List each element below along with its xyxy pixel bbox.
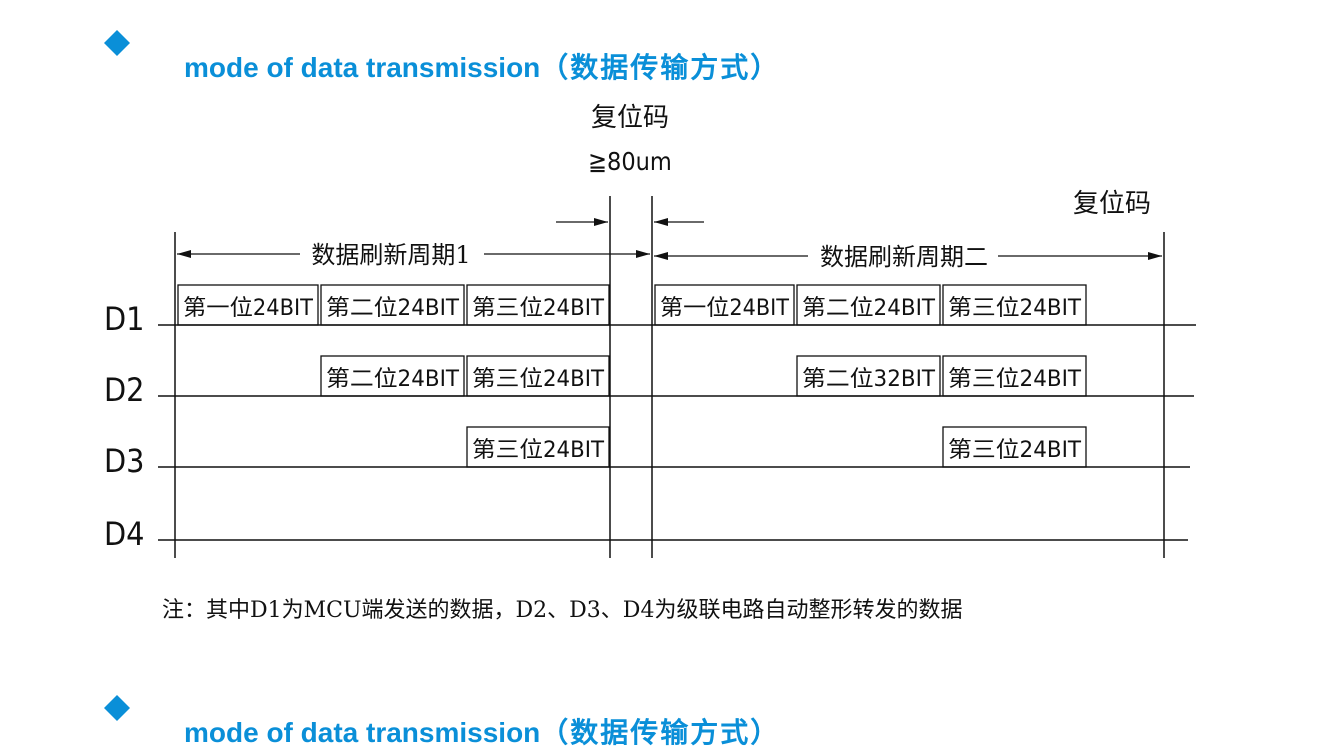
diamond-bullet-icon <box>104 695 130 721</box>
data-frame-box <box>942 284 1087 326</box>
row-label-d1: D1 <box>104 300 144 338</box>
cycle1-label: 数据刷新周期1 <box>311 241 470 269</box>
section-heading-repeat: mode of data transmission（数据传输方式） <box>0 683 1328 749</box>
data-frame-box <box>320 355 465 397</box>
data-frame-box <box>320 284 465 326</box>
data-frame-box <box>796 355 941 397</box>
data-frame-box <box>942 426 1087 468</box>
data-frame-box <box>942 355 1087 397</box>
data-frame-label: 第三位24BIT <box>472 367 605 392</box>
cycle2-label: 数据刷新周期二 <box>820 243 988 271</box>
heading-title-en: mode of data transmission <box>184 52 541 83</box>
signal-rows: D1 第一位24BIT 第二位24BIT 第三位24BIT 第一位24BIT 第二位24B… <box>104 284 1196 553</box>
diamond-bullet-icon <box>104 30 130 56</box>
timing-diagram: 复位码 ≧80um 复位码 数据刷新周期1 数据刷新周期二 D1 第一位24BIT… <box>104 103 1196 558</box>
data-frame-label: 第二位24BIT <box>326 296 460 321</box>
data-frame-box <box>466 355 610 397</box>
data-frame-label: 第三位24BIT <box>948 367 1082 392</box>
row-label-d4: D4 <box>104 515 144 553</box>
data-frame-label: 第三位24BIT <box>948 296 1082 321</box>
data-frame-box <box>466 284 610 326</box>
data-frame-box <box>466 426 610 468</box>
data-frame-label: 第二位32BIT <box>802 367 936 392</box>
data-frame-label: 第二位24BIT <box>326 367 460 392</box>
data-frame-label: 第一位24BIT <box>183 296 314 321</box>
reset-code-label-right: 复位码 <box>1073 189 1151 219</box>
row-label-d3: D3 <box>104 442 144 480</box>
heading-title-cn: （数据传输方式） <box>540 51 781 84</box>
heading-title: mode of data transmission（数据传输方式） <box>184 711 780 751</box>
heading-title-cn: （数据传输方式） <box>540 716 781 749</box>
data-frame-label: 第三位24BIT <box>948 438 1082 463</box>
row-label-d2: D2 <box>104 371 144 409</box>
data-frame-label: 第一位24BIT <box>660 296 790 321</box>
heading-title: mode of data transmission（数据传输方式） <box>184 46 780 86</box>
data-frame-label: 第三位24BIT <box>472 438 605 463</box>
section-heading: mode of data transmission（数据传输方式） <box>0 18 1328 84</box>
data-frame-box <box>796 284 941 326</box>
data-frame-box <box>654 284 795 326</box>
data-frame-label: 第三位24BIT <box>472 296 605 321</box>
data-frame-label: 第二位24BIT <box>802 296 936 321</box>
heading-title-en: mode of data transmission <box>184 717 541 748</box>
reset-min-label: ≧80um <box>588 147 672 176</box>
diagram-note: 注：其中D1为MCU端发送的数据，D2、D3、D4为级联电路自动整形转发的数据 <box>162 598 963 623</box>
reset-code-label: 复位码 <box>591 103 669 133</box>
data-frame-box <box>177 284 319 326</box>
